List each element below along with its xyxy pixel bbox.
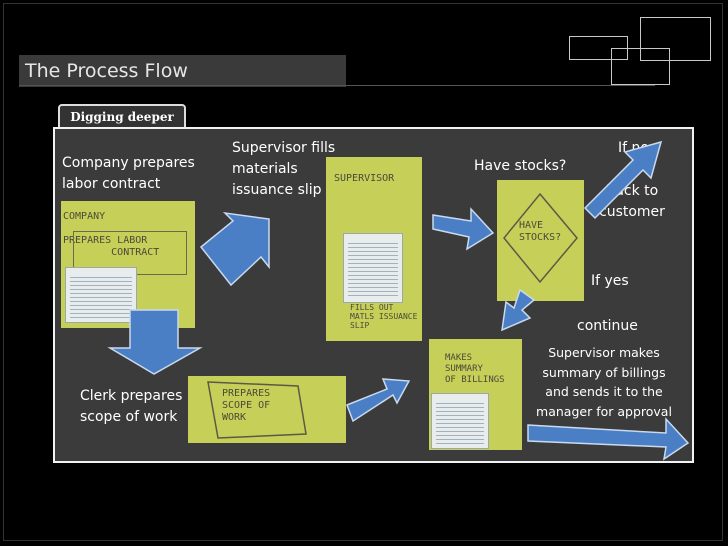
photo-company: COMPANY PREPARES LABOR CONTRACT <box>61 201 195 328</box>
arrow-stocks-to-customer <box>583 140 663 220</box>
arrow-company-to-clerk <box>107 309 203 375</box>
decorative-square-3 <box>611 48 670 85</box>
slide-title: The Process Flow <box>19 55 346 87</box>
step-summary-text: Supervisor makes summary of billings and… <box>536 345 672 419</box>
photo-supervisor-document <box>343 233 403 303</box>
photo-company-label: COMPANY PREPARES LABOR CONTRACT <box>63 211 160 258</box>
arrow-stocks-to-summary <box>501 288 536 332</box>
decorative-square-1 <box>640 17 711 61</box>
arrow-supervisor-to-stocks <box>432 207 495 251</box>
photo-summary-label: MAKES SUMMARY OF BILLINGS <box>445 353 505 385</box>
photo-supervisor-label: SUPERVISOR <box>334 173 395 184</box>
title-divider <box>19 85 655 86</box>
arrow-clerk-to-summary <box>346 378 411 423</box>
step-clerk-text: Clerk prepares scope of work <box>80 388 183 425</box>
photo-clerk-label: PREPARES SCOPE OF WORK <box>222 388 271 423</box>
section-tag: Digging deeper <box>58 104 186 130</box>
branch-if-yes: If yes <box>591 273 629 289</box>
photo-supervisor-bottom-label: FILLS OUT MATLS ISSUANCE SLIP <box>350 303 418 330</box>
photo-stocks: HAVE STOCKS? <box>497 180 584 301</box>
photo-supervisor: SUPERVISOR FILLS OUT MATLS ISSUANCE SLIP <box>326 157 422 341</box>
step-continue: continue <box>577 318 638 334</box>
decision-have-stocks: Have stocks? <box>474 158 567 174</box>
photo-company-document <box>65 267 137 323</box>
photo-clerk: PREPARES SCOPE OF WORK <box>188 376 346 443</box>
photo-stocks-label: HAVE STOCKS? <box>519 220 562 243</box>
photo-summary: MAKES SUMMARY OF BILLINGS <box>429 339 522 450</box>
step-company-text: Company prepares labor contract <box>62 155 195 192</box>
photo-summary-document <box>431 393 489 449</box>
photo-stocks-diamond <box>503 192 578 284</box>
step-supervisor-text: Supervisor fills materials issuance slip <box>232 140 336 198</box>
photo-clerk-scroll <box>207 381 307 439</box>
arrow-company-to-supervisor <box>199 211 270 287</box>
arrow-summary-to-manager <box>527 417 690 461</box>
